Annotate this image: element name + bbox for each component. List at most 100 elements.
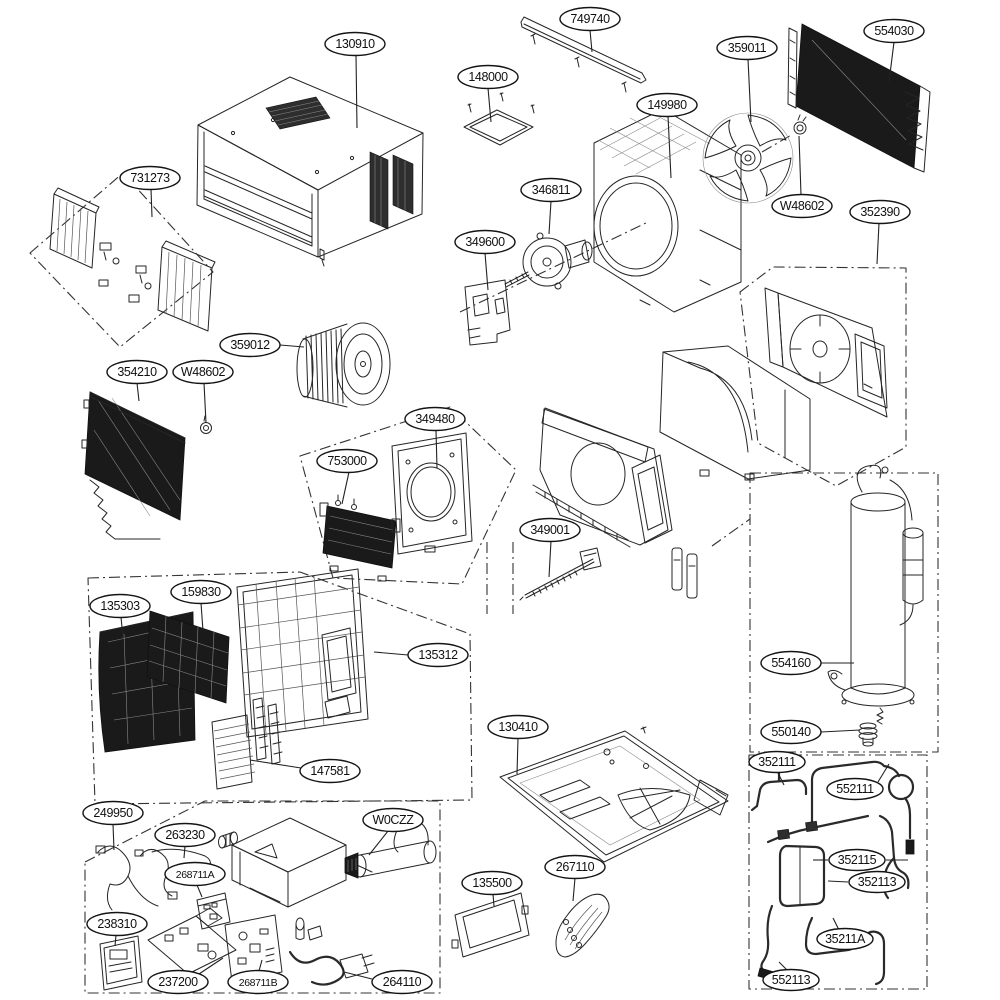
part-label-w48602-top: W48602 bbox=[771, 135, 833, 219]
part-label-148000: 148000 bbox=[457, 64, 519, 123]
part-label-130910: 130910 bbox=[324, 31, 386, 129]
support-bar-drawing bbox=[520, 16, 647, 93]
part-label-268711a: 268711A bbox=[164, 861, 226, 898]
heater-coil-drawing bbox=[319, 494, 401, 582]
part-label-268711b: 268711B bbox=[227, 959, 289, 995]
fan-shroud-drawing bbox=[593, 108, 742, 313]
part-label-35211a: 35211A bbox=[816, 917, 874, 951]
vent-louver-drawing bbox=[211, 697, 283, 790]
part-label-147581: 147581 bbox=[249, 758, 361, 784]
part-label-359012: 359012 bbox=[219, 332, 305, 358]
part-label-135303: 135303 bbox=[89, 593, 151, 639]
part-label-554160: 554160 bbox=[760, 650, 854, 676]
part-label-135500: 135500 bbox=[461, 870, 523, 907]
tube-352111 bbox=[755, 778, 808, 808]
mounting-plate-drawing bbox=[463, 92, 535, 146]
part-number-text: 264110 bbox=[383, 975, 422, 989]
part-label-352111: 352111 bbox=[748, 750, 806, 786]
part-label-352115: 352115 bbox=[813, 848, 908, 872]
part-label-354210: 354210 bbox=[106, 359, 168, 402]
tubing-section-border bbox=[748, 754, 928, 990]
part-number-text: W48602 bbox=[181, 365, 226, 379]
part-number-text: 359011 bbox=[728, 41, 767, 55]
support-bracket-drawing bbox=[671, 547, 698, 599]
part-number-text: 148000 bbox=[468, 70, 508, 84]
part-number-text: 352390 bbox=[860, 205, 900, 219]
fan-motor-drawing bbox=[504, 232, 593, 290]
fan-axis-line bbox=[761, 133, 794, 153]
part-label-749740: 749740 bbox=[559, 6, 621, 53]
part-number-text: 352111 bbox=[758, 755, 796, 769]
part-label-w0czz: W0CZZ bbox=[362, 807, 424, 856]
part-number-text: 554160 bbox=[771, 656, 811, 670]
orifice-section-border bbox=[299, 406, 517, 585]
part-number-text: 130410 bbox=[498, 720, 538, 734]
part-label-149980: 149980 bbox=[636, 92, 698, 179]
part-number-text: 349600 bbox=[465, 235, 505, 249]
compressor-drawing bbox=[827, 464, 924, 725]
part-label-552113: 552113 bbox=[762, 961, 820, 992]
capacitor-drawing bbox=[344, 818, 437, 879]
divider-lines-vertical bbox=[486, 542, 514, 614]
part-label-359011: 359011 bbox=[716, 35, 778, 123]
part-number-text: W0CZZ bbox=[372, 813, 414, 827]
part-number-text: 354210 bbox=[117, 365, 157, 379]
tube-552111 bbox=[810, 760, 901, 827]
air-guide-drawing bbox=[532, 407, 673, 548]
part-label-552111: 552111 bbox=[826, 763, 890, 801]
part-number-text: 135312 bbox=[418, 648, 458, 662]
part-number-text: 237200 bbox=[158, 975, 198, 989]
display-pcb-drawing bbox=[99, 935, 143, 991]
tube-552113 bbox=[760, 904, 784, 978]
part-number-text: 731273 bbox=[130, 171, 170, 185]
shaft-washer-top-drawing bbox=[793, 114, 807, 135]
part-label-249950: 249950 bbox=[82, 800, 144, 851]
part-label-352390: 352390 bbox=[849, 199, 911, 265]
part-number-text: 147581 bbox=[310, 764, 350, 778]
part-number-text: 352113 bbox=[858, 875, 897, 889]
part-label-w48602-left: W48602 bbox=[172, 359, 234, 424]
tube-loop-352115 bbox=[778, 844, 826, 908]
control-box-drawing bbox=[231, 817, 373, 908]
compressor-grommet-drawing bbox=[858, 722, 878, 747]
part-label-263230: 263230 bbox=[154, 822, 216, 859]
part-label-346811: 346811 bbox=[520, 177, 582, 235]
screw-rod-drawing bbox=[519, 547, 602, 601]
part-number-text: 238310 bbox=[97, 917, 137, 931]
part-number-text: 552113 bbox=[772, 973, 811, 987]
part-label-130410: 130410 bbox=[487, 714, 549, 775]
front-grille-drawing bbox=[236, 568, 369, 738]
shutter-panel-drawing bbox=[764, 287, 888, 418]
compressor-section-border bbox=[749, 472, 939, 753]
part-number-text: 35211A bbox=[825, 932, 866, 946]
part-number-text: 749740 bbox=[570, 12, 610, 26]
display-panel-drawing bbox=[451, 892, 530, 958]
tube-352113 bbox=[878, 814, 910, 890]
part-number-text: 352115 bbox=[838, 853, 877, 867]
part-number-text: W48602 bbox=[780, 199, 825, 213]
grille-section-border bbox=[87, 571, 473, 805]
evaporator-coil-drawing bbox=[81, 391, 186, 540]
curtain-assembly-drawing bbox=[49, 187, 216, 332]
base-pan-drawing bbox=[499, 726, 729, 863]
part-label-135312: 135312 bbox=[373, 642, 469, 668]
part-number-text: 135303 bbox=[100, 599, 140, 613]
deflector-drawing bbox=[555, 893, 610, 958]
part-number-text: 263230 bbox=[165, 828, 205, 842]
part-number-text: 550140 bbox=[771, 725, 811, 739]
part-number-text: 159830 bbox=[181, 585, 221, 599]
curtain-section-border bbox=[29, 172, 214, 348]
fan-blade-drawing bbox=[702, 112, 794, 204]
part-label-731273: 731273 bbox=[119, 165, 181, 218]
part-number-text: 130910 bbox=[335, 37, 375, 51]
part-number-text: 346811 bbox=[532, 183, 571, 197]
part-number-text: 554030 bbox=[874, 24, 914, 38]
thermistor-wire-drawing bbox=[151, 831, 238, 867]
part-label-264110: 264110 bbox=[343, 969, 433, 995]
part-label-267110: 267110 bbox=[544, 854, 606, 902]
part-label-554030: 554030 bbox=[863, 18, 925, 83]
motor-axis-line bbox=[459, 221, 649, 313]
relay-parts-drawing bbox=[295, 917, 323, 941]
